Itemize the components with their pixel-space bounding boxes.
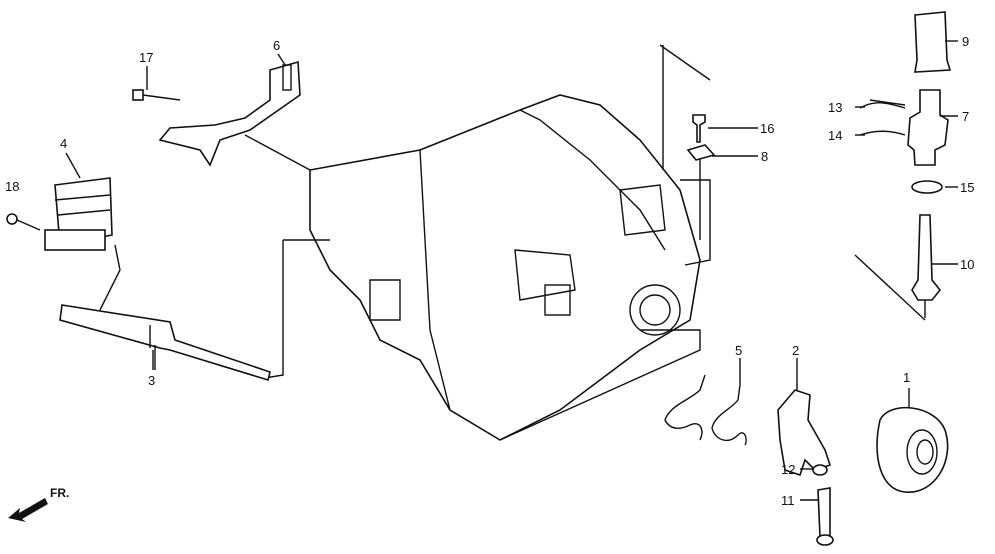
callout-11: 11: [781, 493, 795, 508]
part-bolt-16: [686, 114, 716, 161]
part-speedometer-driven-gear: [907, 89, 949, 166]
part-clip-14: [859, 130, 906, 136]
part-o-ring: [911, 180, 943, 194]
part-boot: [44, 177, 113, 251]
transmission-case: [309, 94, 711, 441]
part-washer-12: [812, 464, 828, 476]
callout-16: 16: [760, 121, 774, 136]
callout-10: 10: [960, 257, 974, 272]
callout-2: 2: [792, 343, 799, 358]
part-pivot-bolt-11: [816, 487, 834, 546]
callout-17: 17: [139, 50, 153, 65]
callout-14: 14: [828, 128, 842, 143]
callout-6: 6: [273, 38, 280, 53]
part-gear-holder: [914, 11, 952, 73]
leader-lines: [99, 44, 926, 379]
callout-15: 15: [960, 180, 974, 195]
callout-13: 13: [828, 100, 842, 115]
callout-leaders: [65, 40, 958, 501]
part-bolt-18: [6, 213, 41, 231]
callout-12: 12: [781, 462, 795, 477]
callout-1: 1: [903, 370, 910, 385]
part-return-springs: [664, 374, 747, 446]
part-clip-13: [859, 99, 906, 109]
front-direction-arrow-icon: [8, 498, 48, 522]
callout-8: 8: [761, 149, 768, 164]
part-bracket: [132, 60, 301, 167]
part-speedometer-shaft: [911, 214, 942, 318]
front-direction-label: FR.: [50, 486, 69, 500]
part-release-bearing: [876, 406, 949, 493]
callout-18: 18: [5, 179, 19, 194]
callout-9: 9: [962, 34, 969, 49]
callout-5: 5: [735, 343, 742, 358]
callout-4: 4: [60, 136, 67, 151]
part-release-shaft: [59, 304, 271, 382]
callout-7: 7: [962, 109, 969, 124]
callout-3: 3: [148, 373, 155, 388]
